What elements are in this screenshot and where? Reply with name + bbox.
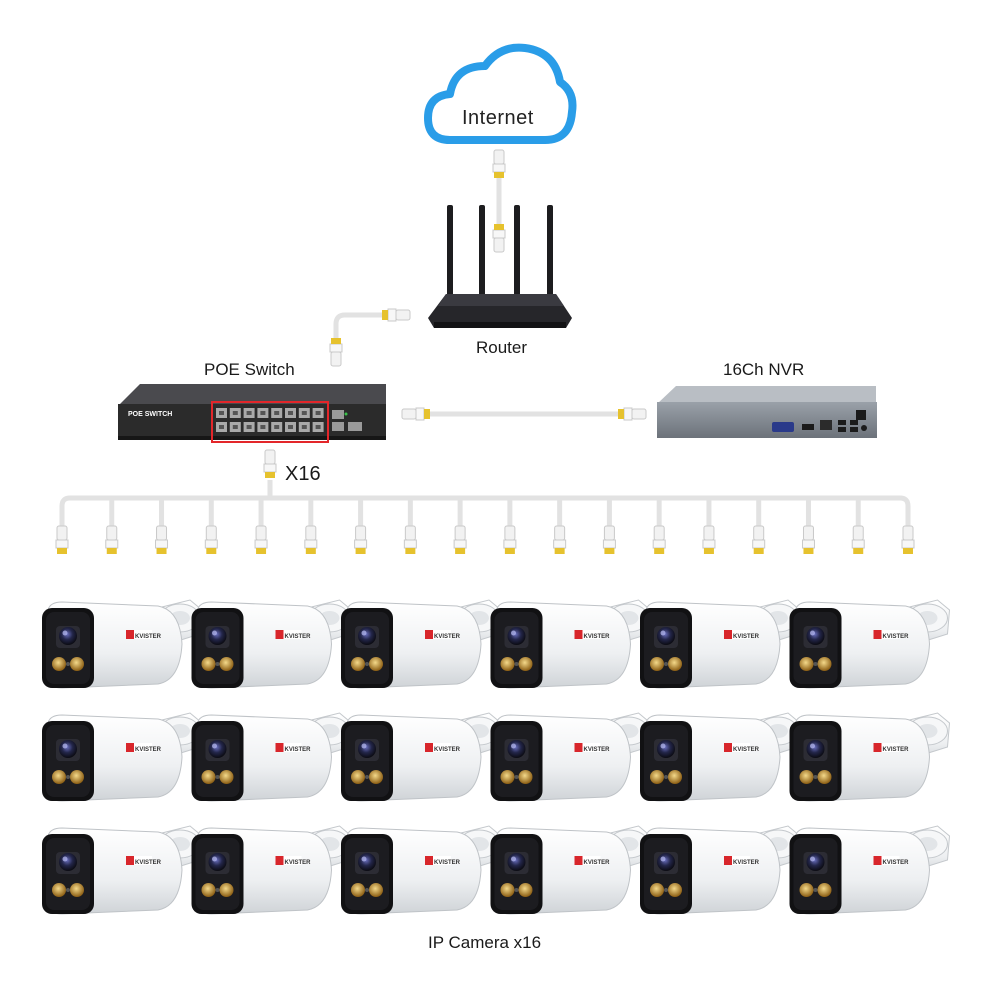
ip-camera-icon: KVISTER bbox=[191, 599, 352, 689]
camera-brand-text: KVISTER bbox=[135, 747, 162, 753]
cable-switch-nvr bbox=[401, 407, 647, 421]
switch-port-socket bbox=[301, 425, 307, 429]
camera-grid: KVISTER KVISTER KVISTER KVISTER KVISTER KVIST… bbox=[41, 599, 950, 915]
camera-brand-text: KVISTER bbox=[733, 634, 760, 640]
poe-switch-label: POE Switch bbox=[204, 360, 295, 379]
rj45-connector-icon bbox=[503, 525, 517, 555]
switch-port-bank bbox=[216, 408, 324, 432]
rj45-connector-icon bbox=[403, 525, 417, 555]
internet-cloud-icon bbox=[424, 43, 577, 144]
camera-brand-text: KVISTER bbox=[285, 634, 312, 640]
rj45-connector-icon bbox=[204, 525, 218, 555]
poe-switch-icon: POE SWITCH bbox=[118, 384, 386, 443]
ip-camera-icon: KVISTER bbox=[789, 599, 950, 689]
ip-camera-icon: KVISTER bbox=[340, 825, 502, 915]
camera-brand-text: KVISTER bbox=[434, 634, 461, 640]
ip-camera-icon: KVISTER bbox=[41, 825, 203, 915]
camera-brand-text: KVISTER bbox=[584, 634, 611, 640]
ip-camera-icon: KVISTER bbox=[639, 825, 801, 915]
camera-brand-text: KVISTER bbox=[883, 634, 910, 640]
internet-label: Internet bbox=[462, 107, 534, 129]
camera-brand-text: KVISTER bbox=[883, 747, 910, 753]
camera-brand-text: KVISTER bbox=[285, 860, 312, 866]
switch-port-socket bbox=[246, 425, 252, 429]
camera-brand-text: KVISTER bbox=[584, 747, 611, 753]
ip-camera-icon: KVISTER bbox=[340, 712, 502, 802]
camera-brand-text: KVISTER bbox=[733, 747, 760, 753]
switch-port-socket bbox=[288, 425, 293, 429]
ip-camera-icon: KVISTER bbox=[191, 825, 352, 915]
rj45-connector-icon bbox=[553, 525, 567, 555]
nvr-label: 16Ch NVR bbox=[723, 360, 805, 379]
switch-port-socket bbox=[274, 411, 280, 415]
rj45-connector-icon bbox=[354, 525, 368, 555]
rj45-connector-icon bbox=[55, 525, 69, 555]
camera-brand-text: KVISTER bbox=[434, 747, 461, 753]
camera-brand-text: KVISTER bbox=[733, 860, 760, 866]
rj45-connector-icon bbox=[851, 525, 865, 555]
rj45-connector-icon bbox=[752, 525, 766, 555]
camera-brand-text: KVISTER bbox=[135, 860, 162, 866]
multiplier-label: X16 bbox=[285, 463, 321, 485]
switch-port-socket bbox=[301, 411, 307, 415]
switch-port-socket bbox=[219, 425, 224, 429]
cable-router-switch bbox=[329, 308, 411, 367]
camera-distribution-bus bbox=[55, 495, 915, 555]
ip-camera-icon: KVISTER bbox=[639, 599, 801, 689]
ip-camera-icon: KVISTER bbox=[490, 825, 651, 915]
ip-camera-icon: KVISTER bbox=[639, 712, 801, 802]
switch-port-socket bbox=[232, 411, 238, 415]
ip-camera-icon: KVISTER bbox=[789, 825, 950, 915]
switch-port-socket bbox=[219, 411, 224, 415]
switch-port-socket bbox=[260, 425, 266, 429]
ip-camera-icon: KVISTER bbox=[41, 712, 203, 802]
ip-camera-icon: KVISTER bbox=[41, 599, 203, 689]
rj45-connector-icon bbox=[105, 525, 119, 555]
router-label: Router bbox=[476, 338, 528, 357]
switch-port-socket bbox=[288, 411, 293, 415]
rj45-connector-icon bbox=[702, 525, 716, 555]
cable-switch-bus bbox=[263, 449, 277, 498]
camera-brand-text: KVISTER bbox=[584, 860, 611, 866]
rj45-connector-icon bbox=[304, 525, 318, 555]
camera-brand-text: KVISTER bbox=[285, 747, 312, 753]
rj45-connector-icon bbox=[602, 525, 616, 555]
switch-port-socket bbox=[232, 425, 238, 429]
ip-camera-icon: KVISTER bbox=[340, 599, 502, 689]
rj45-connector-icon bbox=[901, 525, 915, 555]
ip-camera-icon: KVISTER bbox=[191, 712, 352, 802]
camera-brand-text: KVISTER bbox=[434, 860, 461, 866]
cable-internet-router bbox=[492, 149, 506, 253]
camera-brand-text: KVISTER bbox=[135, 634, 162, 640]
switch-port-socket bbox=[260, 411, 266, 415]
ip-camera-icon: KVISTER bbox=[490, 712, 651, 802]
ip-camera-icon: KVISTER bbox=[490, 599, 651, 689]
switch-port-socket bbox=[315, 411, 321, 415]
switch-port-socket bbox=[274, 425, 280, 429]
rj45-connector-icon bbox=[453, 525, 467, 555]
camera-label: IP Camera x16 bbox=[428, 933, 542, 952]
nvr-icon bbox=[657, 386, 877, 438]
switch-port-socket bbox=[315, 425, 321, 429]
rj45-connector-icon bbox=[652, 525, 666, 555]
switch-brand-text: POE SWITCH bbox=[128, 411, 172, 418]
ip-camera-icon: KVISTER bbox=[789, 712, 950, 802]
rj45-connector-icon bbox=[801, 525, 815, 555]
rj45-connector-icon bbox=[254, 525, 268, 555]
switch-port-socket bbox=[246, 411, 252, 415]
highlighted-poe-ports bbox=[211, 401, 329, 443]
router-icon bbox=[428, 205, 572, 328]
rj45-connector-icon bbox=[155, 525, 169, 555]
camera-brand-text: KVISTER bbox=[883, 860, 910, 866]
